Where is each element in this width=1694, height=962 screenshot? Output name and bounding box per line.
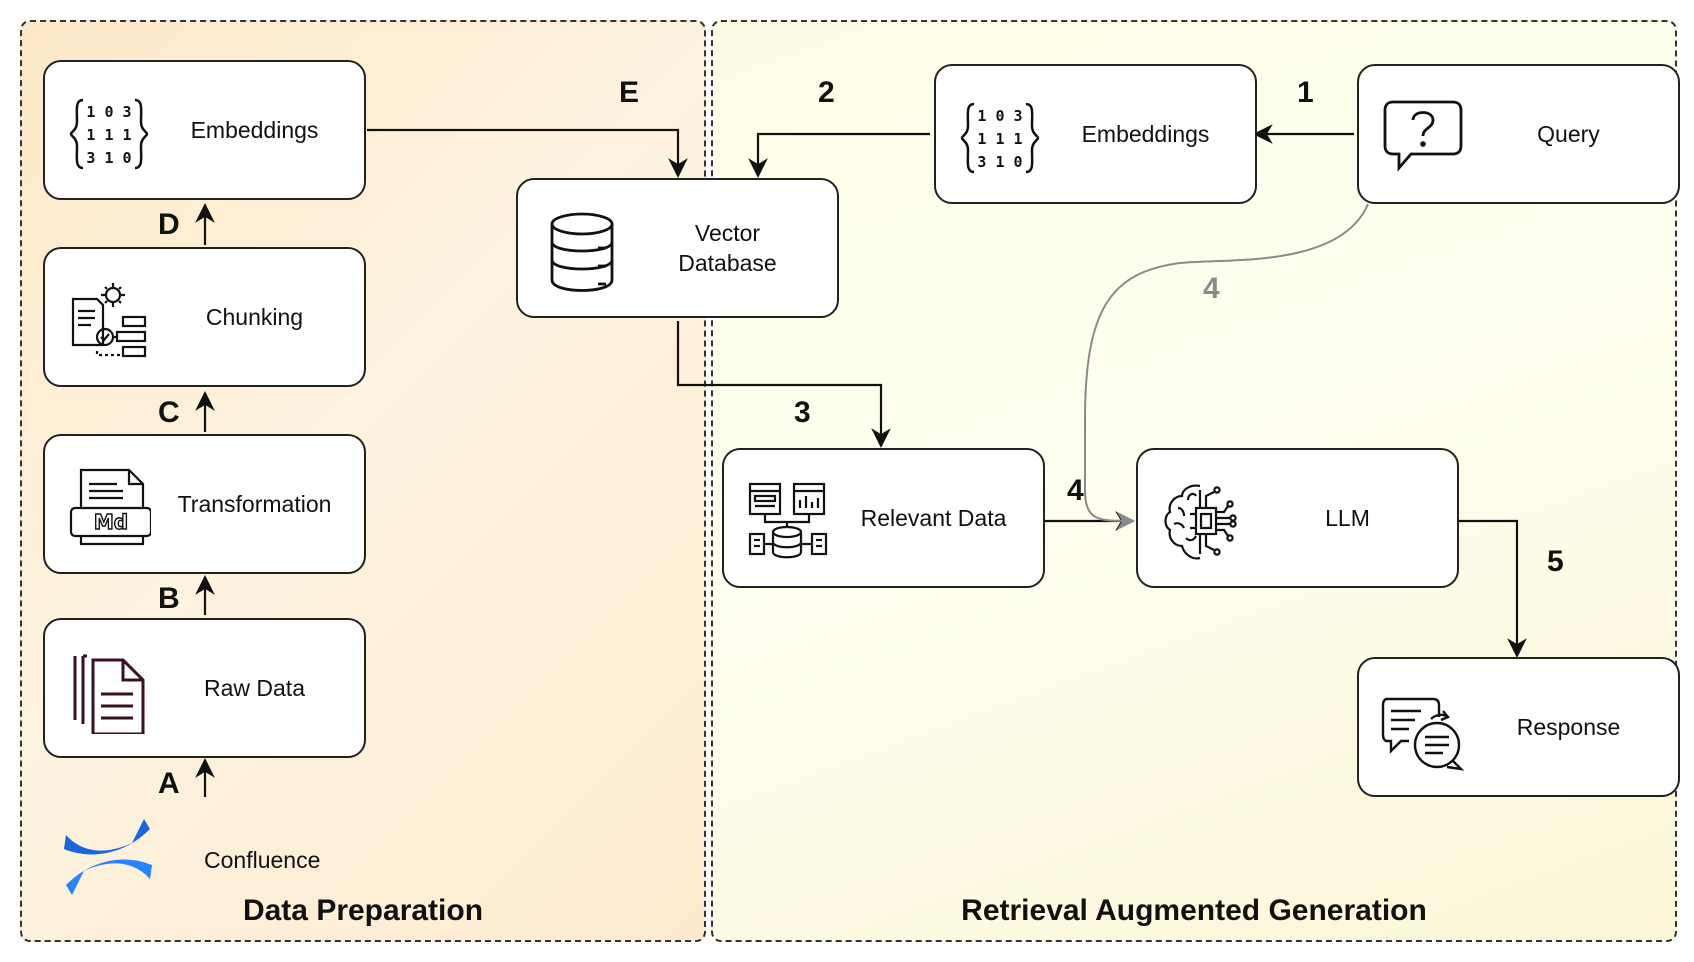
step-label-b: B [158,582,180,615]
confluence-logo-icon [64,819,152,895]
embeddings-glyph-row-2: 1 1 1 [86,126,131,144]
llm-label: LLM [1325,505,1370,531]
response-chat-icon [1381,697,1465,771]
step-label-2: 2 [818,76,835,109]
step-label-e: E [619,76,640,109]
arrow-2 [748,132,930,178]
brain-chip-icon [1164,484,1237,560]
embeddings-glyph-row-2: 1 1 1 [977,130,1022,148]
embeddings-icon: 1 0 3 1 1 1 3 1 0 [69,98,149,170]
documents-icon [73,654,145,734]
relevant-data-label: Relevant Data [860,505,1007,531]
database-icon [550,212,614,292]
transformation-label: Transformation [177,491,332,517]
query-node[interactable]: Query [1357,64,1680,204]
vector-database-node[interactable]: Vector Database [516,178,839,318]
data-preparation-title: Data Preparation [242,894,484,927]
response-label: Response [1516,714,1621,740]
arrow-4-query-llm [1084,203,1369,531]
step-label-d: D [158,208,180,241]
chunking-label: Chunking [205,304,304,330]
vector-database-label: Vector Database [628,180,827,316]
question-bubble-icon [1383,100,1463,172]
confluence-label: Confluence [204,847,321,873]
embeddings-glyph-row-1: 1 0 3 [86,103,131,121]
prep-embeddings-label: Embeddings [190,117,319,143]
step-label-a: A [158,767,180,800]
markdown-file-icon: Md [69,468,151,546]
prep-embeddings-node[interactable]: 1 0 3 1 1 1 3 1 0 Embeddings [43,60,366,200]
rag-title: Retrieval Augmented Generation [961,894,1427,927]
chunking-node[interactable]: Chunking [43,247,366,387]
query-label: Query [1537,121,1600,147]
step-label-1: 1 [1297,76,1314,109]
embeddings-glyph-row-3: 3 1 0 [86,149,131,167]
embeddings-glyph-row-3: 3 1 0 [977,153,1022,171]
rag-embeddings-label: Embeddings [1081,121,1210,147]
arrow-3 [676,321,891,448]
rag-embeddings-node[interactable]: 1 0 3 1 1 1 3 1 0 Embeddings [934,64,1257,204]
transformation-node[interactable]: Md Transformation [43,434,366,574]
arrow-e [367,128,688,178]
step-label-3: 3 [794,396,811,429]
chunking-icon [71,283,147,358]
embeddings-icon: 1 0 3 1 1 1 3 1 0 [960,102,1040,174]
llm-node[interactable]: LLM [1136,448,1459,588]
vector-database-label-line-2: Database [678,250,777,276]
embeddings-glyph-row-1: 1 0 3 [977,107,1022,125]
relevant-data-icon [748,482,828,559]
raw-data-node[interactable]: Raw Data [43,618,366,758]
step-label-4: 4 [1067,474,1084,507]
response-node[interactable]: Response [1357,657,1680,797]
vector-database-label-line-1: Vector [694,220,761,246]
markdown-badge: Md [94,510,128,534]
step-label-4-alt: 4 [1203,272,1220,305]
raw-data-label: Raw Data [204,675,305,701]
arrow-5 [1458,519,1527,658]
step-label-c: C [158,396,180,429]
relevant-data-node[interactable]: Relevant Data [722,448,1045,588]
step-label-5: 5 [1547,545,1564,578]
